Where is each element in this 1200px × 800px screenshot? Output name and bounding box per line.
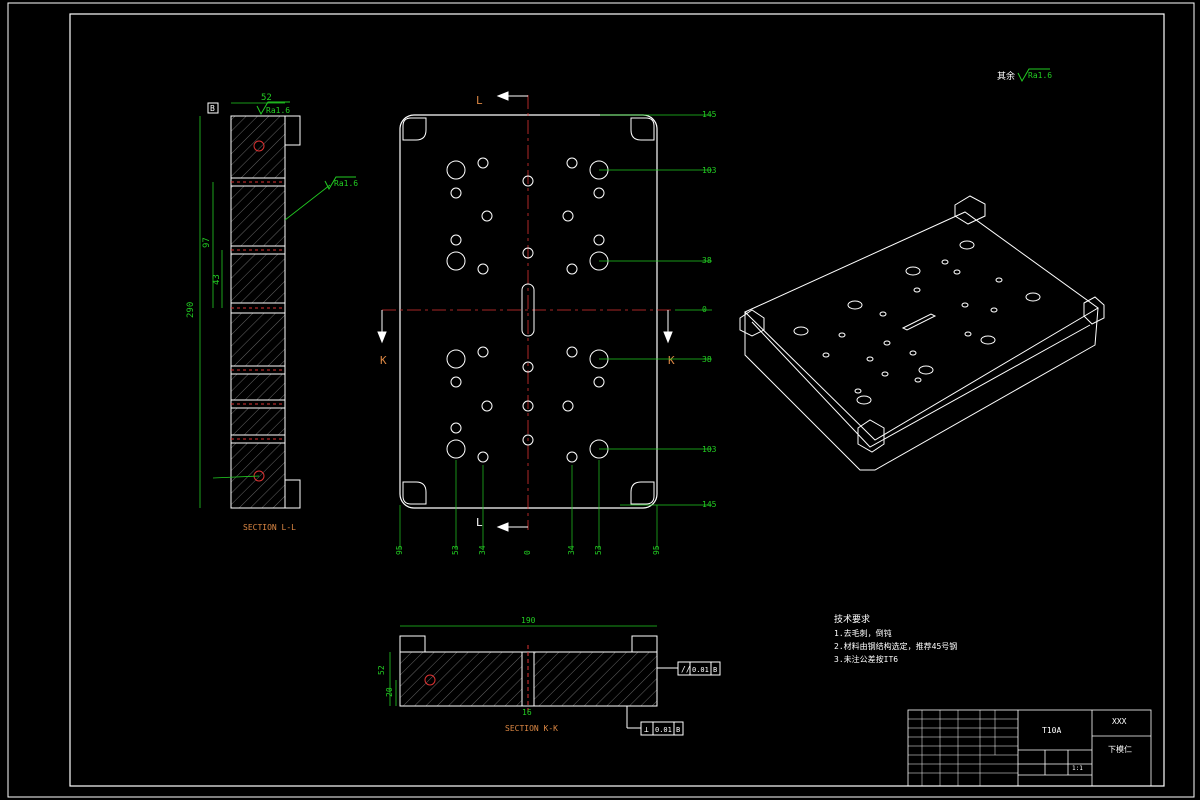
dim-bottom-52: 52 — [377, 665, 386, 675]
inner-border — [69, 13, 1165, 787]
ord-r-1: 103 — [702, 166, 717, 175]
ord-r-5: 103 — [702, 445, 717, 454]
ord-b-1: 53 — [451, 545, 460, 555]
dim-side-height: 290 — [186, 302, 196, 318]
ord-b-2: 34 — [478, 545, 487, 555]
ord-r-4: 38 — [702, 355, 712, 364]
section-kk-view: 190 52 20 16 // 0.01 B ⊥ 0.01 B SECTION … — [377, 616, 721, 736]
side-roughness-top: Ra1.6 — [266, 106, 290, 115]
tol-parallel: 0.01 — [692, 666, 709, 674]
title-drawing-no: XXX — [1112, 717, 1127, 726]
roughness-note-text: 其余 — [997, 70, 1015, 82]
ord-b-0: 95 — [395, 545, 404, 555]
dim-side-43: 43 — [212, 274, 222, 285]
title-material: T10A — [1042, 726, 1061, 735]
ord-b-5: 53 — [594, 545, 603, 555]
tol-parallel-datum: B — [713, 666, 717, 674]
ord-r-3: 0 — [702, 305, 707, 314]
tol-perp-datum: B — [676, 726, 680, 734]
tech-item-3: 3.未注公差按IT6 — [834, 654, 898, 664]
title-block — [907, 709, 1152, 787]
title-scale: 1:1 — [1072, 765, 1083, 772]
dim-bottom-20: 20 — [385, 687, 394, 697]
svg-text:⊥: ⊥ — [644, 725, 649, 734]
outer-border — [7, 2, 1195, 798]
tech-item-1: 1.去毛刺，倒钝 — [834, 628, 892, 638]
cut-label-k-left: K — [380, 354, 387, 367]
ord-r-0: 145 — [702, 110, 717, 119]
section-ll-label: SECTION L-L — [243, 523, 296, 532]
datum-label: B — [210, 104, 215, 113]
tech-title: 技术要求 — [834, 613, 870, 625]
cut-label-k-right: K — [668, 354, 675, 367]
tech-requirements: 技术要求 1.去毛刺，倒钝 2.材料由钢结构选定，推荐45号钢 3.未注公差按I… — [834, 613, 957, 664]
roughness-note-symbol: Ra1.6 — [1028, 71, 1052, 80]
ord-b-4: 34 — [567, 545, 576, 555]
section-ll-view: 52 290 97 43 B Ra1.6 Ra1.6 SECTION L-L — [186, 93, 358, 532]
ord-r-6: 145 — [702, 500, 717, 509]
dim-side-width: 52 — [261, 93, 272, 103]
top-view: L L K K 145 103 38 0 38 103 145 95 53 34 — [377, 91, 717, 555]
dim-side-97: 97 — [202, 237, 212, 248]
tech-item-2: 2.材料由钢结构选定，推荐45号钢 — [834, 641, 957, 651]
tol-perp: 0.01 — [655, 726, 672, 734]
ord-r-2: 38 — [702, 256, 712, 265]
roughness-note: 其余 Ra1.6 — [997, 68, 1052, 83]
ord-b-3: 0 — [523, 550, 532, 555]
ord-b-6: 95 — [652, 545, 661, 555]
side-roughness-right: Ra1.6 — [334, 179, 358, 188]
cut-label-l-bottom: L — [476, 516, 483, 529]
svg-text://: // — [681, 665, 691, 674]
dim-bottom-width: 190 — [521, 616, 536, 625]
isometric-view — [739, 195, 1105, 471]
title-part-name: 下模仁 — [1108, 744, 1132, 754]
cut-label-l-top: L — [476, 94, 483, 107]
dim-bottom-center: 16 — [522, 708, 532, 717]
section-kk-label: SECTION K-K — [505, 724, 558, 733]
